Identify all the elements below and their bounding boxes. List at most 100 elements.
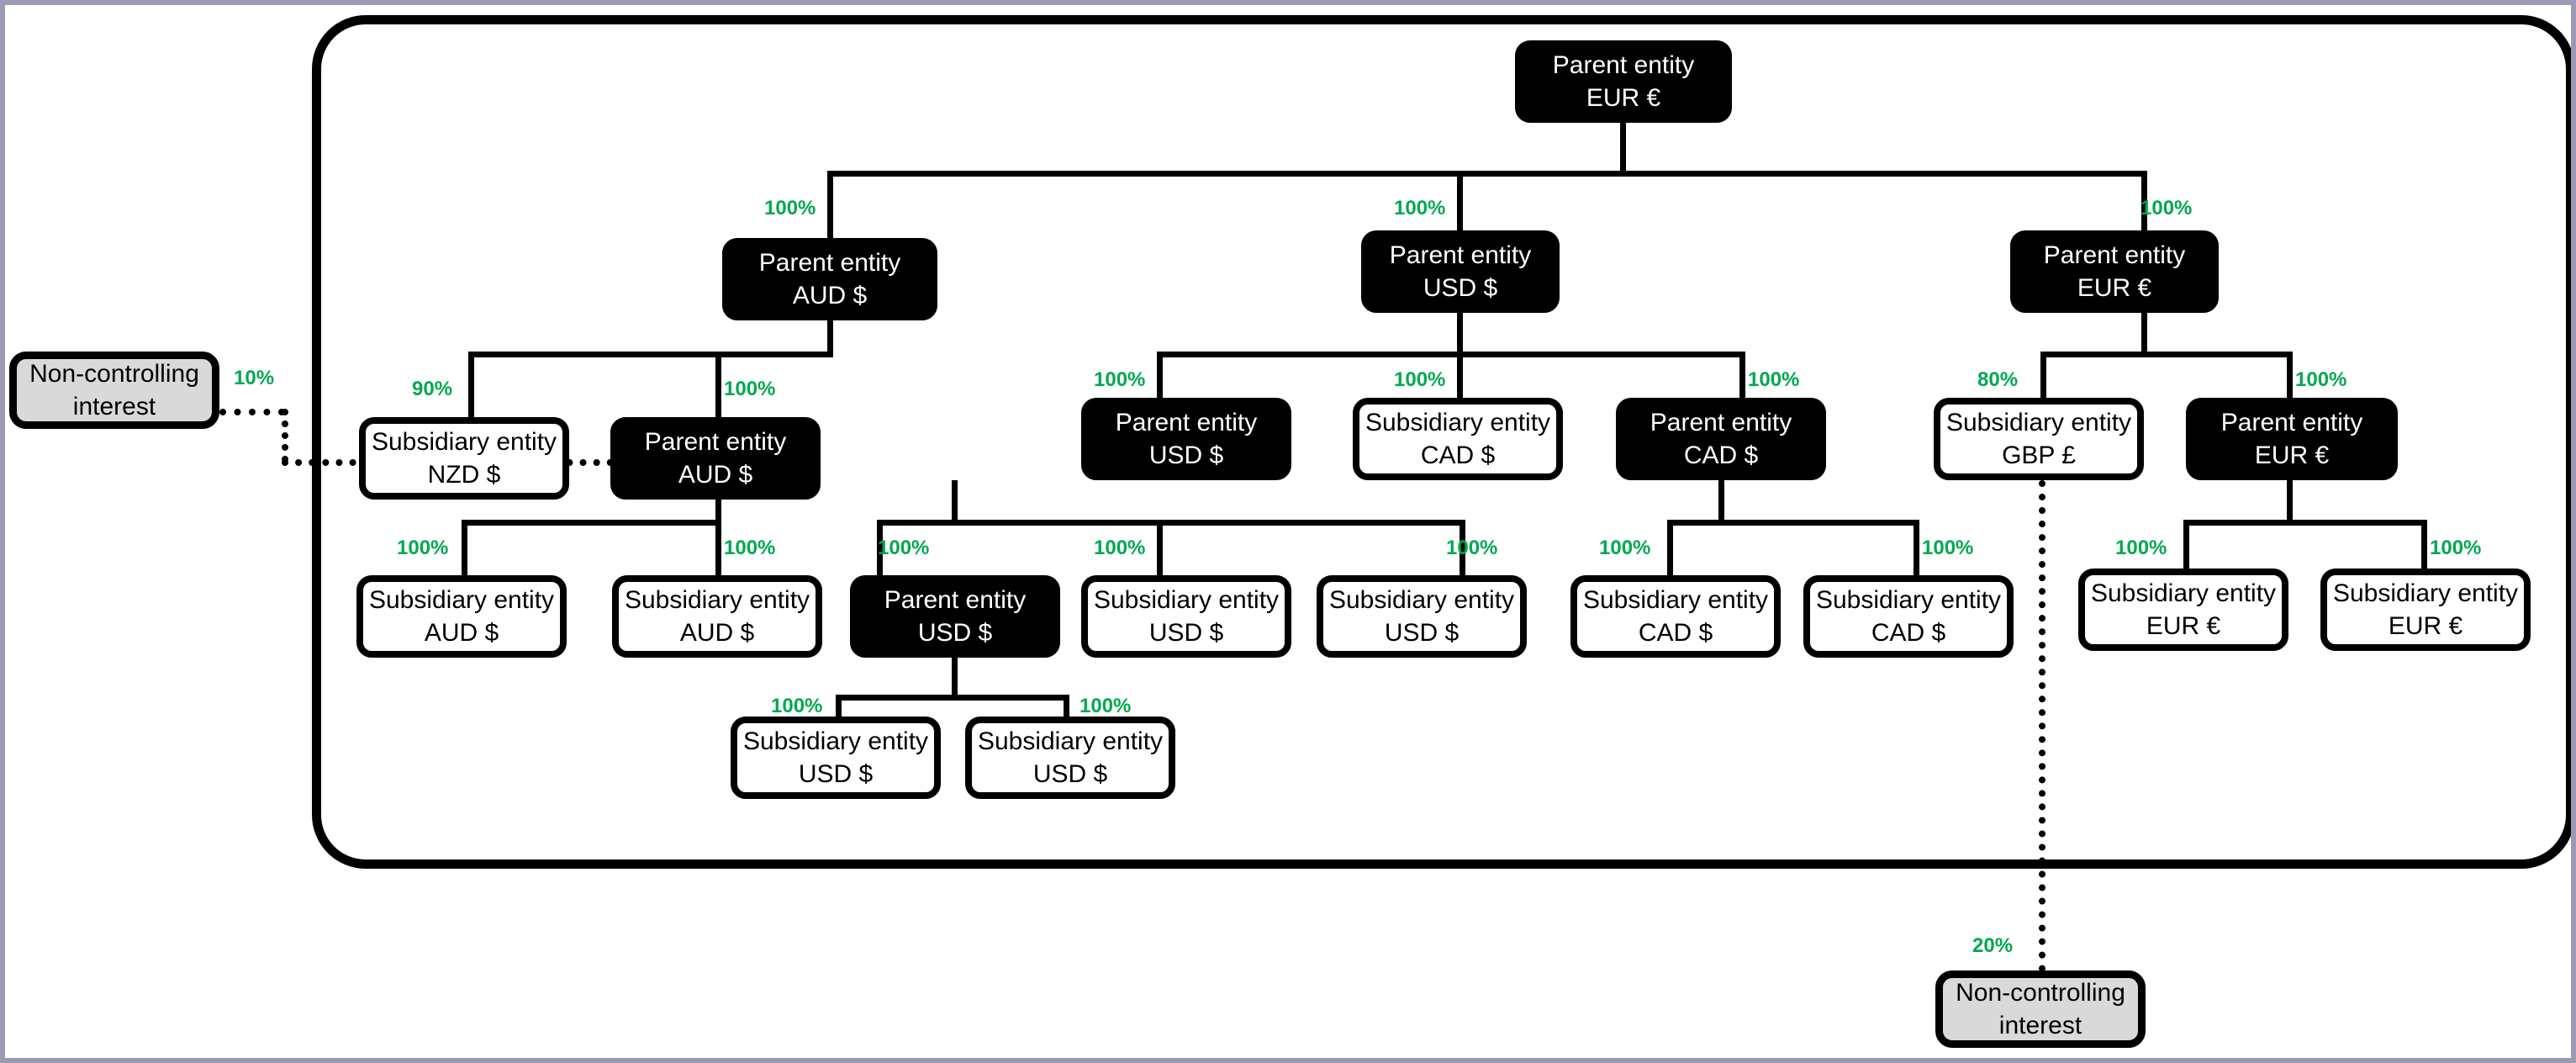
connector-nci-bottom-v [2039, 480, 2045, 972]
connector-drop-l3-gbp [2040, 352, 2046, 419]
node-label-line2: USD $ [917, 619, 993, 647]
percent-l3usd-s1: 100% [1094, 537, 1146, 559]
node-l2-parent-aud[interactable]: Parent entity AUD $ [722, 238, 937, 320]
percent-l3eur-s1: 100% [2115, 537, 2167, 559]
node-label-line1: Subsidiary entity [2090, 579, 2277, 607]
node-l3-parent-eur[interactable]: Parent entity EUR € [2186, 398, 2398, 480]
connector-drop-l4-usd1 [1157, 520, 1163, 580]
percent-nci-left: 10% [234, 367, 275, 389]
node-l3-parent-usd[interactable]: Parent entity USD $ [1081, 398, 1291, 480]
node-l4-subsidiary-usd-1[interactable]: Subsidiary entity USD $ [1081, 575, 1291, 658]
node-l3-parent-aud[interactable]: Parent entity AUD $ [610, 417, 821, 500]
node-label-line1: Subsidiary entity [1093, 586, 1280, 614]
node-l3-subsidiary-gbp[interactable]: Subsidiary entity GBP £ [1934, 398, 2144, 480]
group-boundary-container [312, 15, 2571, 869]
node-l4-parent-usd[interactable]: Parent entity USD $ [850, 575, 1060, 658]
node-label-line1: Parent entity [758, 249, 901, 277]
connector-root-stem [1620, 123, 1626, 173]
node-label-line1: Parent entity [1552, 51, 1695, 79]
node-label-line2: EUR € [2388, 612, 2463, 640]
connector-level2-bus [827, 171, 2147, 177]
connector-stem-l3usd [952, 480, 958, 522]
percent-l4usd-s1: 100% [771, 695, 823, 717]
node-l3-parent-cad[interactable]: Parent entity CAD $ [1616, 398, 1826, 480]
percent-l4usd-s2: 100% [1079, 695, 1132, 717]
connector-bus-l3cad [1667, 520, 1919, 526]
node-label-line2: EUR € [2254, 442, 2330, 469]
percent-root-to-usd: 100% [1394, 197, 1446, 219]
percent-eur-to-gbp: 80% [1977, 368, 2019, 391]
node-label-line2: CAD $ [1871, 619, 1946, 647]
node-label-line2: USD $ [1384, 619, 1460, 647]
node-label-line2: NZD $ [427, 461, 501, 489]
node-l4-subsidiary-usd-2[interactable]: Subsidiary entity USD $ [1317, 575, 1527, 658]
connector-stem-l2aud [827, 320, 833, 354]
node-label-line1: Parent entity [1389, 241, 1532, 269]
connector-drop-l3-cadsub [1457, 352, 1463, 419]
node-label-line1: Non-controlling [1956, 979, 2125, 1007]
node-label-line1: Subsidiary entity [2332, 579, 2519, 607]
connector-nci-left-h1 [219, 409, 285, 415]
connector-bus-l3usd [877, 520, 1465, 526]
percent-l3cad-s1: 100% [1599, 537, 1651, 559]
connector-stem-l2usd [1457, 313, 1463, 355]
node-l2-parent-usd[interactable]: Parent entity USD $ [1361, 230, 1560, 313]
percent-aud-to-aud: 100% [724, 378, 776, 400]
node-l5-subsidiary-usd-2[interactable]: Subsidiary entity USD $ [965, 717, 1175, 799]
node-label-line1: Subsidiary entity [1365, 409, 1551, 436]
node-label-line2: GBP £ [2002, 442, 2076, 469]
node-label-line2: CAD $ [1420, 442, 1496, 469]
node-l3-subsidiary-nzd[interactable]: Subsidiary entity NZD $ [359, 417, 569, 500]
connector-drop-l4-usdpar [877, 520, 883, 580]
node-label-line1: Parent entity [1115, 409, 1258, 436]
node-label-line2: AUD $ [424, 619, 499, 647]
node-nci-bottom[interactable]: Non-controlling interest [1935, 970, 2146, 1048]
percent-nci-bottom: 20% [1972, 934, 2014, 957]
node-label-line2: USD $ [1032, 760, 1108, 788]
node-label-line2: USD $ [1148, 619, 1224, 647]
connector-bus-l4usd [836, 695, 1069, 701]
node-l2-parent-eur[interactable]: Parent entity EUR € [2010, 230, 2219, 313]
node-label-line1: Subsidiary entity [1582, 586, 1769, 614]
connector-stem-l3aud [715, 500, 721, 525]
node-label-line1: Subsidiary entity [368, 586, 555, 614]
connector-drop-l4-aud1 [462, 520, 467, 580]
node-label-line1: Subsidiary entity [1328, 586, 1515, 614]
connector-nci-left-v [282, 409, 288, 463]
connector-drop-l4-cad1 [1667, 520, 1673, 580]
connector-drop-l4-eur2 [2421, 520, 2427, 580]
connector-stem-l3cad [1718, 480, 1724, 522]
node-root-parent-eur[interactable]: Parent entity EUR € [1515, 40, 1732, 123]
node-label-line2: CAD $ [1638, 619, 1713, 647]
connector-bus-l3aud [462, 520, 721, 526]
percent-eur-to-eur: 100% [2295, 368, 2347, 391]
connector-drop-l3-usd [1157, 352, 1163, 419]
node-label-line2: USD $ [798, 760, 874, 788]
node-l4-subsidiary-eur-2[interactable]: Subsidiary entity EUR € [2320, 569, 2531, 651]
connector-drop-l2-aud [827, 171, 833, 238]
node-label-line1: Subsidiary entity [977, 727, 1164, 755]
percent-l3usd-par: 100% [878, 537, 930, 559]
connector-drop-l5-usd1 [836, 695, 842, 720]
node-l4-subsidiary-aud-1[interactable]: Subsidiary entity AUD $ [356, 575, 567, 658]
connector-bus-l2usd [1157, 352, 1745, 357]
node-l4-subsidiary-eur-1[interactable]: Subsidiary entity EUR € [2078, 569, 2288, 651]
percent-usd-to-usd: 100% [1094, 368, 1146, 391]
percent-aud-to-nzd: 90% [412, 378, 453, 400]
node-label-line2: interest [72, 393, 156, 420]
connector-drop-l3-nzd [468, 352, 474, 419]
node-label-line2: EUR € [2077, 274, 2152, 302]
connector-bus-l3eur [2183, 520, 2427, 526]
node-l3-subsidiary-cad[interactable]: Subsidiary entity CAD $ [1353, 398, 1563, 480]
node-label-line1: Parent entity [884, 586, 1027, 614]
node-label-line1: Parent entity [2220, 409, 2363, 436]
node-nci-left[interactable]: Non-controlling interest [9, 352, 219, 429]
node-l4-subsidiary-aud-2[interactable]: Subsidiary entity AUD $ [612, 575, 822, 658]
percent-l3aud-s2: 100% [724, 537, 776, 559]
node-label-line2: EUR € [1586, 84, 1661, 112]
node-l4-subsidiary-cad-1[interactable]: Subsidiary entity CAD $ [1570, 575, 1781, 658]
percent-l3cad-s2: 100% [1922, 537, 1974, 559]
node-l4-subsidiary-cad-2[interactable]: Subsidiary entity CAD $ [1803, 575, 2014, 658]
connector-drop-l2-usd [1457, 171, 1463, 238]
node-l5-subsidiary-usd-1[interactable]: Subsidiary entity USD $ [731, 717, 941, 799]
